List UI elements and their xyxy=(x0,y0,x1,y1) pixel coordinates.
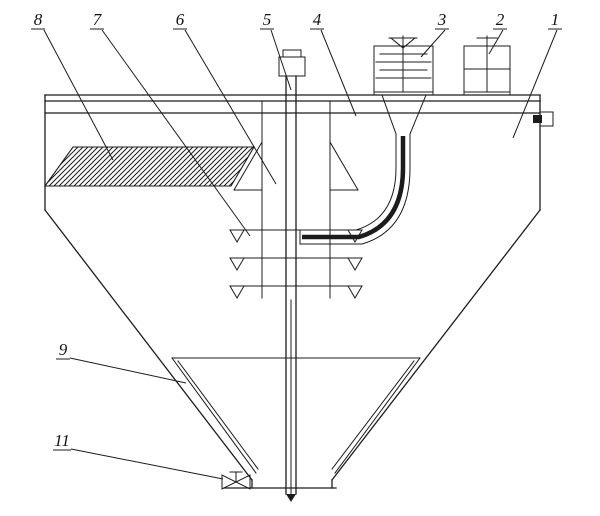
outlet-flange xyxy=(533,115,542,123)
top-valve-box xyxy=(463,35,511,96)
feedwell-column xyxy=(233,100,359,299)
part-label-9: 9 xyxy=(59,340,68,359)
part-label-4: 4 xyxy=(313,10,322,29)
part-label-1: 1 xyxy=(551,10,560,29)
shaft-drive-unit xyxy=(278,49,306,77)
central-shaft xyxy=(285,75,297,502)
part-label-7: 7 xyxy=(93,10,103,29)
part-labels: 8 7 6 5 4 3 2 1 9 11 xyxy=(34,10,560,450)
overflow-outlet xyxy=(533,111,554,127)
leader-lines xyxy=(31,28,562,480)
inclined-plate-pack xyxy=(43,146,255,187)
part-label-11: 11 xyxy=(54,431,70,450)
part-label-2: 2 xyxy=(496,10,505,29)
shaft-tip xyxy=(286,494,296,502)
tank-shell xyxy=(44,94,541,489)
part-label-6: 6 xyxy=(176,10,185,29)
feed-distributor-box xyxy=(373,35,434,96)
feed-pipe xyxy=(299,94,427,245)
part-label-5: 5 xyxy=(263,10,272,29)
discharge-valve xyxy=(221,471,251,490)
part-label-3: 3 xyxy=(437,10,447,29)
inner-cone-liner xyxy=(171,357,421,474)
part-label-8: 8 xyxy=(34,10,43,29)
